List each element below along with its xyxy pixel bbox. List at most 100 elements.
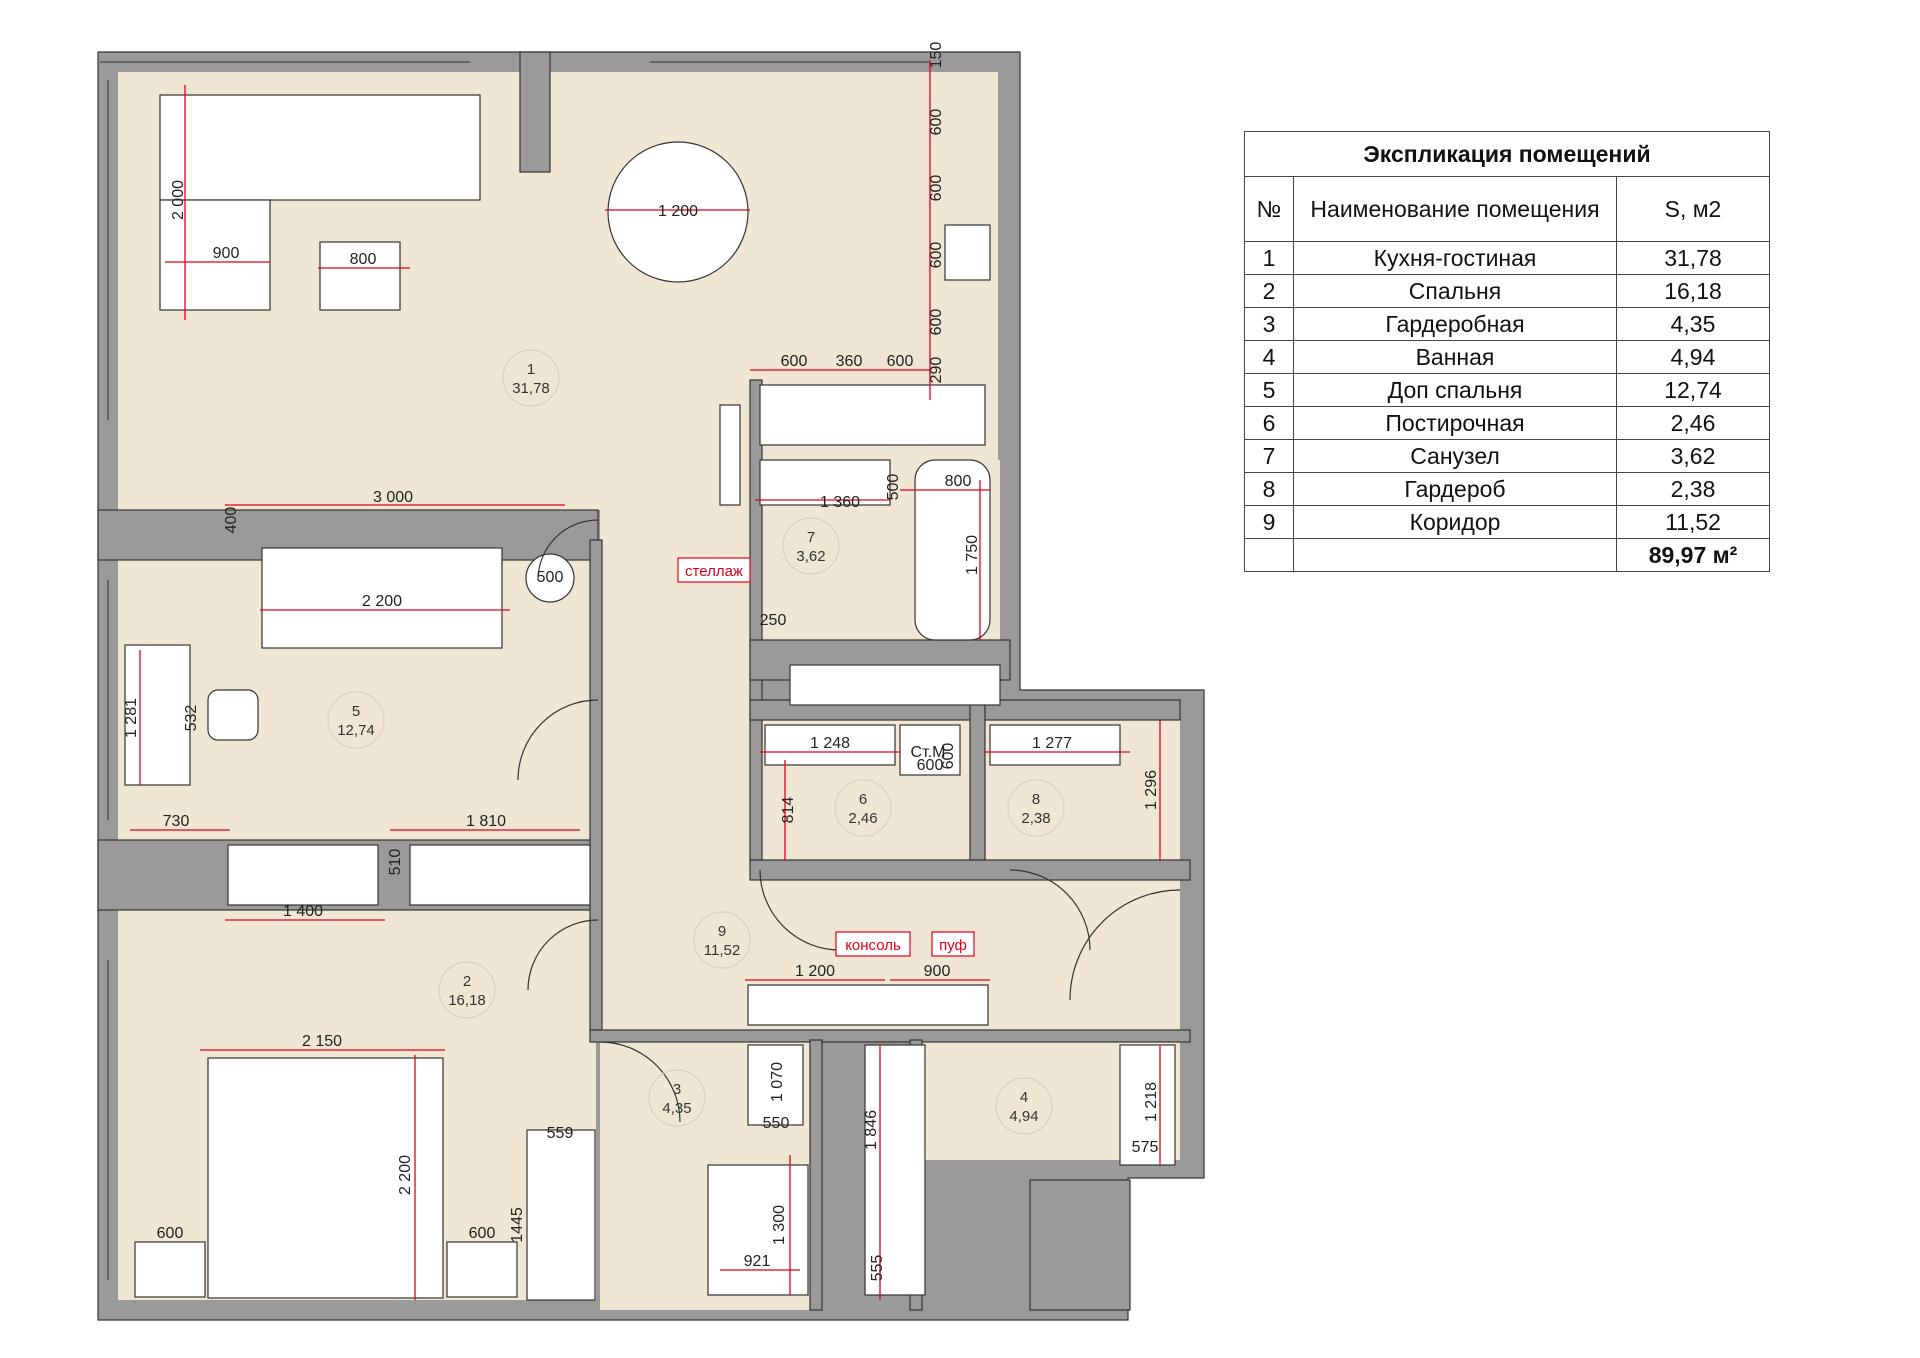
dim-730: 730 bbox=[163, 813, 190, 830]
room-8-number: 8 bbox=[1032, 791, 1040, 808]
room-7-area: 3,62 bbox=[796, 548, 825, 565]
room-3-number: 3 bbox=[673, 1081, 681, 1098]
row-num: 7 bbox=[1244, 439, 1294, 473]
room-1-area: 31,78 bbox=[512, 380, 550, 397]
dim-1200-a: 1 200 bbox=[658, 203, 698, 220]
row-name: Коридор bbox=[1293, 505, 1617, 539]
tag-shelf: стеллаж bbox=[685, 563, 743, 580]
row-name: Спальня bbox=[1293, 274, 1617, 308]
row-num: 8 bbox=[1244, 472, 1294, 506]
room-2-area: 16,18 bbox=[448, 992, 486, 1009]
dim-290: 290 bbox=[928, 357, 945, 384]
dim-600-b: 600 bbox=[928, 175, 945, 202]
dim-2200-b: 2 200 bbox=[397, 1155, 414, 1195]
chair bbox=[207, 689, 259, 741]
room-9-area: 11,52 bbox=[704, 942, 740, 959]
room-schedule-table: Экспликация помещений № Наименование пом… bbox=[1244, 131, 1770, 572]
tag-console: консоль bbox=[845, 937, 901, 954]
dim-1200-b: 1 200 bbox=[795, 963, 835, 980]
dim-510: 510 bbox=[387, 849, 404, 876]
wardrobe-4 bbox=[1119, 1044, 1176, 1166]
bathtub bbox=[914, 459, 991, 641]
room-1-number: 1 bbox=[527, 361, 535, 378]
row-num: 3 bbox=[1244, 307, 1294, 341]
dim-2000: 2 000 bbox=[170, 180, 187, 220]
dim-2150: 2 150 bbox=[302, 1033, 342, 1050]
dim-600-e: 600 bbox=[781, 353, 808, 370]
dim-1750: 1 750 bbox=[964, 535, 981, 575]
room-7-number: 7 bbox=[807, 529, 815, 546]
room-6-area: 2,46 bbox=[848, 810, 877, 827]
room-4-area: 4,94 bbox=[1009, 1108, 1038, 1125]
row-area: 31,78 bbox=[1616, 241, 1770, 275]
row-area: 11,52 bbox=[1616, 505, 1770, 539]
bed bbox=[207, 1057, 444, 1299]
dim-1360: 1 360 bbox=[820, 494, 860, 511]
dining-table bbox=[607, 141, 749, 283]
laundry-shelf bbox=[764, 724, 896, 766]
dim-814: 814 bbox=[780, 797, 797, 824]
sofa-living bbox=[159, 94, 481, 201]
row-name: Доп спальня bbox=[1293, 373, 1617, 407]
row-num: 2 bbox=[1244, 274, 1294, 308]
row-name: Санузел bbox=[1293, 439, 1617, 473]
dim-600-a: 600 bbox=[928, 109, 945, 136]
dim-1218: 1 218 bbox=[1143, 1082, 1160, 1122]
dim-1810: 1 810 bbox=[466, 813, 506, 830]
dim-800-a: 800 bbox=[350, 251, 377, 268]
dim-600-i: 600 bbox=[157, 1225, 184, 1242]
room-2-number: 2 bbox=[463, 973, 471, 990]
nightstand-right bbox=[446, 1241, 518, 1298]
row-area: 4,94 bbox=[1616, 340, 1770, 374]
tag-pouf: пуф bbox=[939, 937, 967, 954]
sink-counter bbox=[759, 459, 891, 506]
room-5-number: 5 bbox=[352, 703, 360, 720]
row-num: 1 bbox=[1244, 241, 1294, 275]
room-4-number: 4 bbox=[1020, 1089, 1028, 1106]
doors bbox=[517, 519, 1181, 1123]
cooktop bbox=[944, 224, 991, 281]
tv-unit bbox=[227, 844, 379, 906]
row-name: Гардероб bbox=[1293, 472, 1617, 506]
furniture bbox=[124, 94, 1176, 1301]
toilet-3 bbox=[747, 1044, 804, 1126]
row-name: Ванная bbox=[1293, 340, 1617, 374]
dim-559: 559 bbox=[547, 1125, 574, 1142]
dim-1248: 1 248 bbox=[810, 735, 850, 752]
fridge bbox=[719, 404, 741, 506]
dim-1281: 1 281 bbox=[123, 698, 140, 738]
dim-600-g: 600 bbox=[940, 743, 957, 770]
dim-532: 532 bbox=[183, 705, 200, 732]
dim-400: 400 bbox=[223, 507, 240, 534]
dim-921: 921 bbox=[744, 1253, 771, 1270]
row-num: 4 bbox=[1244, 340, 1294, 374]
table-total-row: 89,97 м² bbox=[1244, 538, 1770, 572]
dim-3000: 3 000 bbox=[373, 489, 413, 506]
dim-1296: 1 296 bbox=[1143, 770, 1160, 810]
dim-1846: 1 846 bbox=[863, 1110, 880, 1150]
nightstand-left bbox=[134, 1241, 206, 1298]
legend-title: Экспликация помещений bbox=[1244, 131, 1770, 177]
dim-1070: 1 070 bbox=[769, 1062, 786, 1102]
row-area: 2,46 bbox=[1616, 406, 1770, 440]
row-area: 12,74 bbox=[1616, 373, 1770, 407]
sofa-room5 bbox=[261, 547, 503, 649]
row-num: 9 bbox=[1244, 505, 1294, 539]
dim-800-b: 800 bbox=[945, 473, 972, 490]
console-pouf bbox=[747, 984, 989, 1026]
row-num: 5 bbox=[1244, 373, 1294, 407]
dim-900-a: 900 bbox=[213, 245, 240, 262]
row-name: Кухня-гостиная bbox=[1293, 241, 1617, 275]
windows bbox=[100, 61, 930, 1280]
wardrobe-corridor bbox=[864, 1044, 926, 1296]
row-area: 4,35 bbox=[1616, 307, 1770, 341]
wardrobe-bedroom bbox=[526, 1129, 596, 1301]
dim-2200-a: 2 200 bbox=[362, 593, 402, 610]
